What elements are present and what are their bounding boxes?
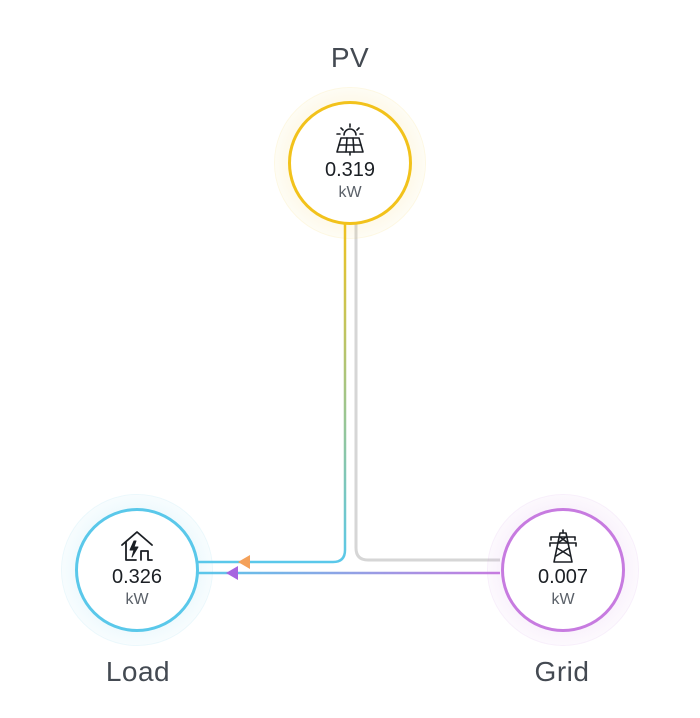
flow-arrow-grid-load	[226, 566, 238, 580]
solar-panel-icon	[336, 123, 364, 156]
pv-title: PV	[330, 42, 370, 73]
load-node[interactable]: 0.326 kW	[62, 495, 212, 645]
grid-title: Grid	[534, 656, 590, 687]
flow-line-pv-load	[198, 218, 347, 564]
pv-node[interactable]: 0.319 kW	[275, 88, 425, 238]
grid-node[interactable]: 0.007 kW	[488, 495, 638, 645]
grid-value: 0.007	[537, 566, 589, 588]
flow-line-pv-grid	[354, 218, 500, 562]
flow-arrow-pv-load	[238, 555, 250, 569]
load-title: Load	[105, 656, 171, 687]
transmission-tower-icon	[549, 529, 577, 563]
load-unit: kW	[125, 591, 149, 608]
load-value: 0.326	[111, 566, 163, 588]
house-lightning-icon	[121, 531, 153, 561]
pv-unit: kW	[338, 184, 362, 201]
grid-unit: kW	[551, 591, 575, 608]
pv-value: 0.319	[324, 159, 376, 181]
